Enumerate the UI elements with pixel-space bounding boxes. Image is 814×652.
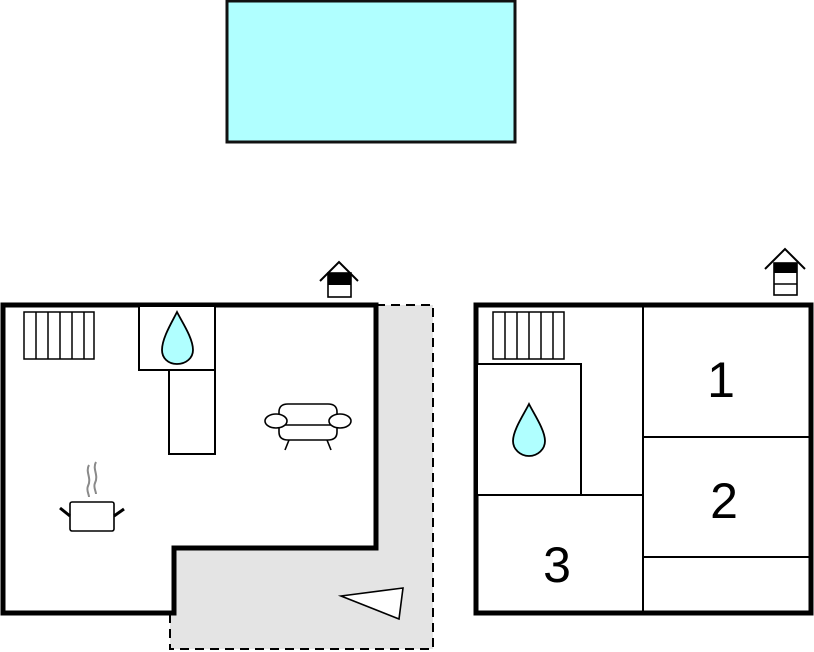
ground-floor-walls <box>0 302 379 616</box>
room-label-3: 3 <box>543 537 571 593</box>
cooking-pot-icon <box>59 461 125 532</box>
sofa-icon <box>264 403 352 451</box>
terrace-outline <box>169 304 434 650</box>
stairs-icon <box>492 311 565 360</box>
ground-floor <box>0 260 434 650</box>
upper-floor: 1 2 3 <box>473 247 814 616</box>
room-label-1: 1 <box>707 352 735 408</box>
water-drop-icon <box>161 309 194 365</box>
upper-floor-icon <box>764 247 806 296</box>
terrace-triangle-icon <box>337 587 404 621</box>
water-drop-icon <box>512 401 546 457</box>
room-label-2: 2 <box>710 473 738 529</box>
terrace <box>170 305 433 649</box>
stairs-icon <box>23 311 95 360</box>
entrance-icon <box>319 260 359 298</box>
pool <box>225 0 517 144</box>
partition-wall <box>168 369 216 455</box>
